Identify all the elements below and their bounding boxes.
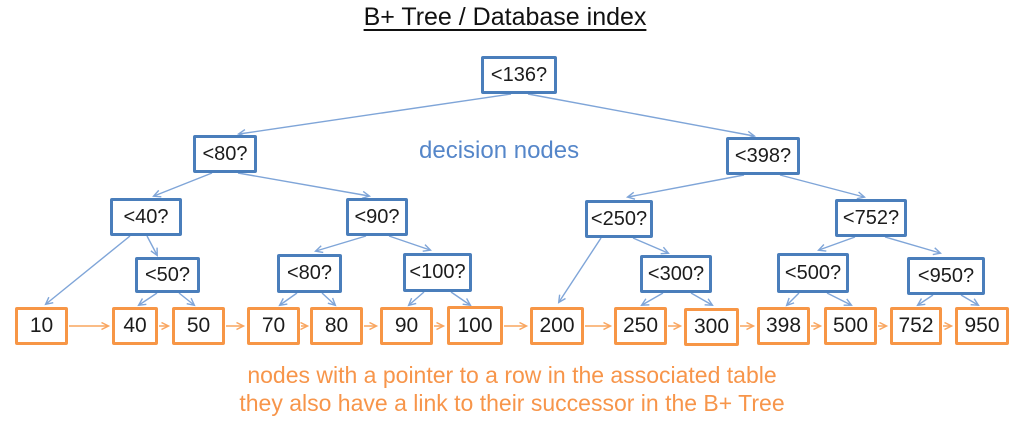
decision-node-300: <300? (640, 255, 712, 293)
edge-80b-to-leaf70 (278, 292, 298, 307)
edge-root-to-398 (527, 93, 757, 139)
leaf-node-200: 200 (530, 307, 584, 345)
edge-500-to-leaf398 (785, 292, 800, 307)
edge-250-to-leaf200 (557, 237, 602, 304)
leaf-node-500: 500 (824, 307, 877, 345)
leaf-node-90: 90 (380, 307, 433, 345)
edge-300-to-leaf250 (640, 292, 664, 307)
edge-398-to-752 (779, 174, 866, 200)
edge-50-to-leaf50 (178, 292, 196, 307)
edge-100-to-leaf90 (407, 291, 425, 307)
edge-50-to-leaf40 (137, 292, 158, 307)
leaf-node-40: 40 (112, 307, 158, 345)
decision-node-100: <100? (403, 253, 472, 292)
leaf-node-80: 80 (310, 307, 363, 345)
edge-950-to-leaf752 (916, 294, 934, 307)
edge-300-to-leaf300 (690, 292, 714, 307)
edge-80b-to-leaf80 (321, 292, 337, 307)
edge-90-to-100 (388, 235, 432, 252)
decision-node-250: <250? (585, 200, 653, 238)
leaf-node-250: 250 (614, 307, 667, 345)
edge-752-to-500 (817, 236, 856, 252)
edge-250-to-300 (632, 237, 670, 255)
edge-752-to-950 (884, 236, 942, 256)
leaf-node-70: 70 (247, 307, 300, 345)
leaf-node-10: 10 (15, 307, 68, 345)
decision-node-136: <136? (481, 56, 557, 94)
decision-node-950: <950? (907, 257, 985, 295)
edge-500-to-leaf500 (826, 292, 853, 306)
edge-398-to-250 (625, 174, 745, 200)
leaf-node-100: 100 (447, 306, 503, 345)
decision-node-50: <50? (135, 257, 200, 293)
decision-node-80: <80? (193, 135, 257, 173)
edge-950-to-leaf950 (960, 294, 980, 307)
leaf-node-50: 50 (172, 307, 225, 345)
decision-node-398: <398? (726, 137, 800, 175)
edge-100-to-leaf100 (450, 291, 472, 307)
page-title: B+ Tree / Database index (363, 3, 647, 31)
leaf-node-752: 752 (890, 307, 942, 345)
leaf-nodes-caption: nodes with a pointer to a row in the ass… (0, 361, 1024, 417)
decision-node-752: <752? (835, 199, 907, 237)
leaf-node-398: 398 (757, 307, 810, 345)
leaf-caption-line2: they also have a link to their successor… (239, 390, 785, 416)
edge-90-to-80b (314, 235, 367, 254)
edge-root-to-80 (236, 93, 512, 138)
leaf-caption-line1: nodes with a pointer to a row in the ass… (247, 362, 777, 388)
edge-40-to-50 (146, 235, 158, 257)
decision-node-90: <90? (346, 198, 408, 236)
decision-nodes-label: decision nodes (419, 137, 580, 164)
edge-80-to-40 (152, 172, 213, 198)
edge-80-to-90 (237, 172, 372, 199)
decision-node-80b: <80? (277, 254, 342, 293)
decision-node-40: <40? (110, 198, 182, 236)
decision-edges (44, 93, 980, 307)
leaf-node-300: 300 (684, 308, 739, 346)
decision-node-500: <500? (777, 253, 849, 293)
leaf-node-950: 950 (955, 307, 1009, 345)
edge-40-to-leaf10 (44, 235, 131, 306)
